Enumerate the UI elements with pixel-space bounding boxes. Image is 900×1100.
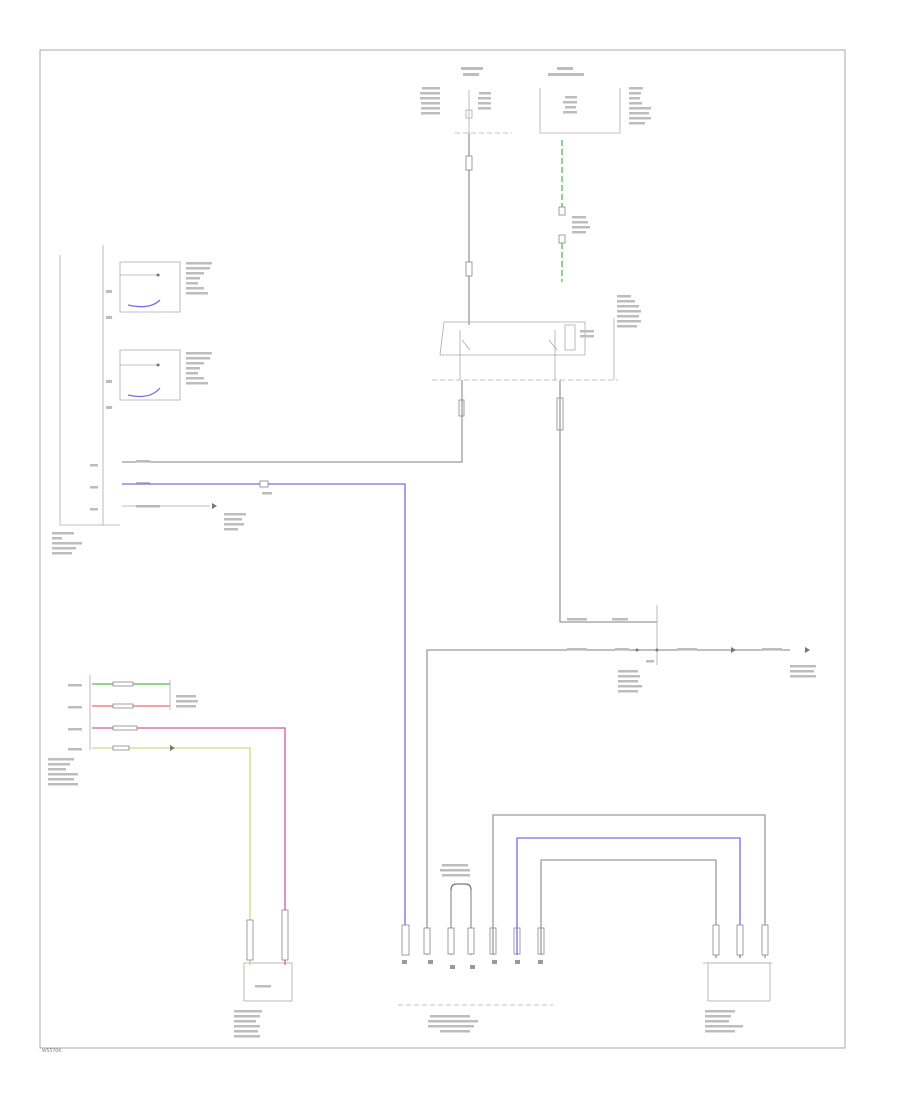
ecu-left-block <box>52 245 272 555</box>
switch-group-1 <box>106 261 212 319</box>
wire-ecu-sensor <box>122 503 246 531</box>
wire-loop-blue <box>516 837 744 958</box>
fuse-block-right <box>539 67 651 134</box>
wire-green-top <box>558 140 590 282</box>
junction-right <box>426 605 816 955</box>
wire-loop-inner <box>540 859 720 958</box>
wire-pink-ecm <box>92 725 289 965</box>
center-connector <box>398 864 553 1033</box>
wire-fuse-to-relay <box>465 133 473 325</box>
wire-green-ecm <box>92 681 170 687</box>
wire-relay-out-right <box>556 380 657 623</box>
sensor-left <box>234 962 293 1038</box>
wire-blue-ecu <box>122 480 410 956</box>
switch-group-2 <box>106 349 212 409</box>
fuse-block-left <box>420 67 512 134</box>
diagram-frame <box>39 49 846 1049</box>
wire-yellow-ecm <box>92 745 254 965</box>
page-code: W55706 <box>42 1048 61 1054</box>
wire-relay-out-left <box>122 380 465 463</box>
sensor-right <box>703 962 775 1033</box>
wire-red-ecm <box>92 680 171 710</box>
wire-loop-outer <box>492 814 769 958</box>
relay-box <box>432 295 641 381</box>
ecm-left-block <box>48 675 198 786</box>
